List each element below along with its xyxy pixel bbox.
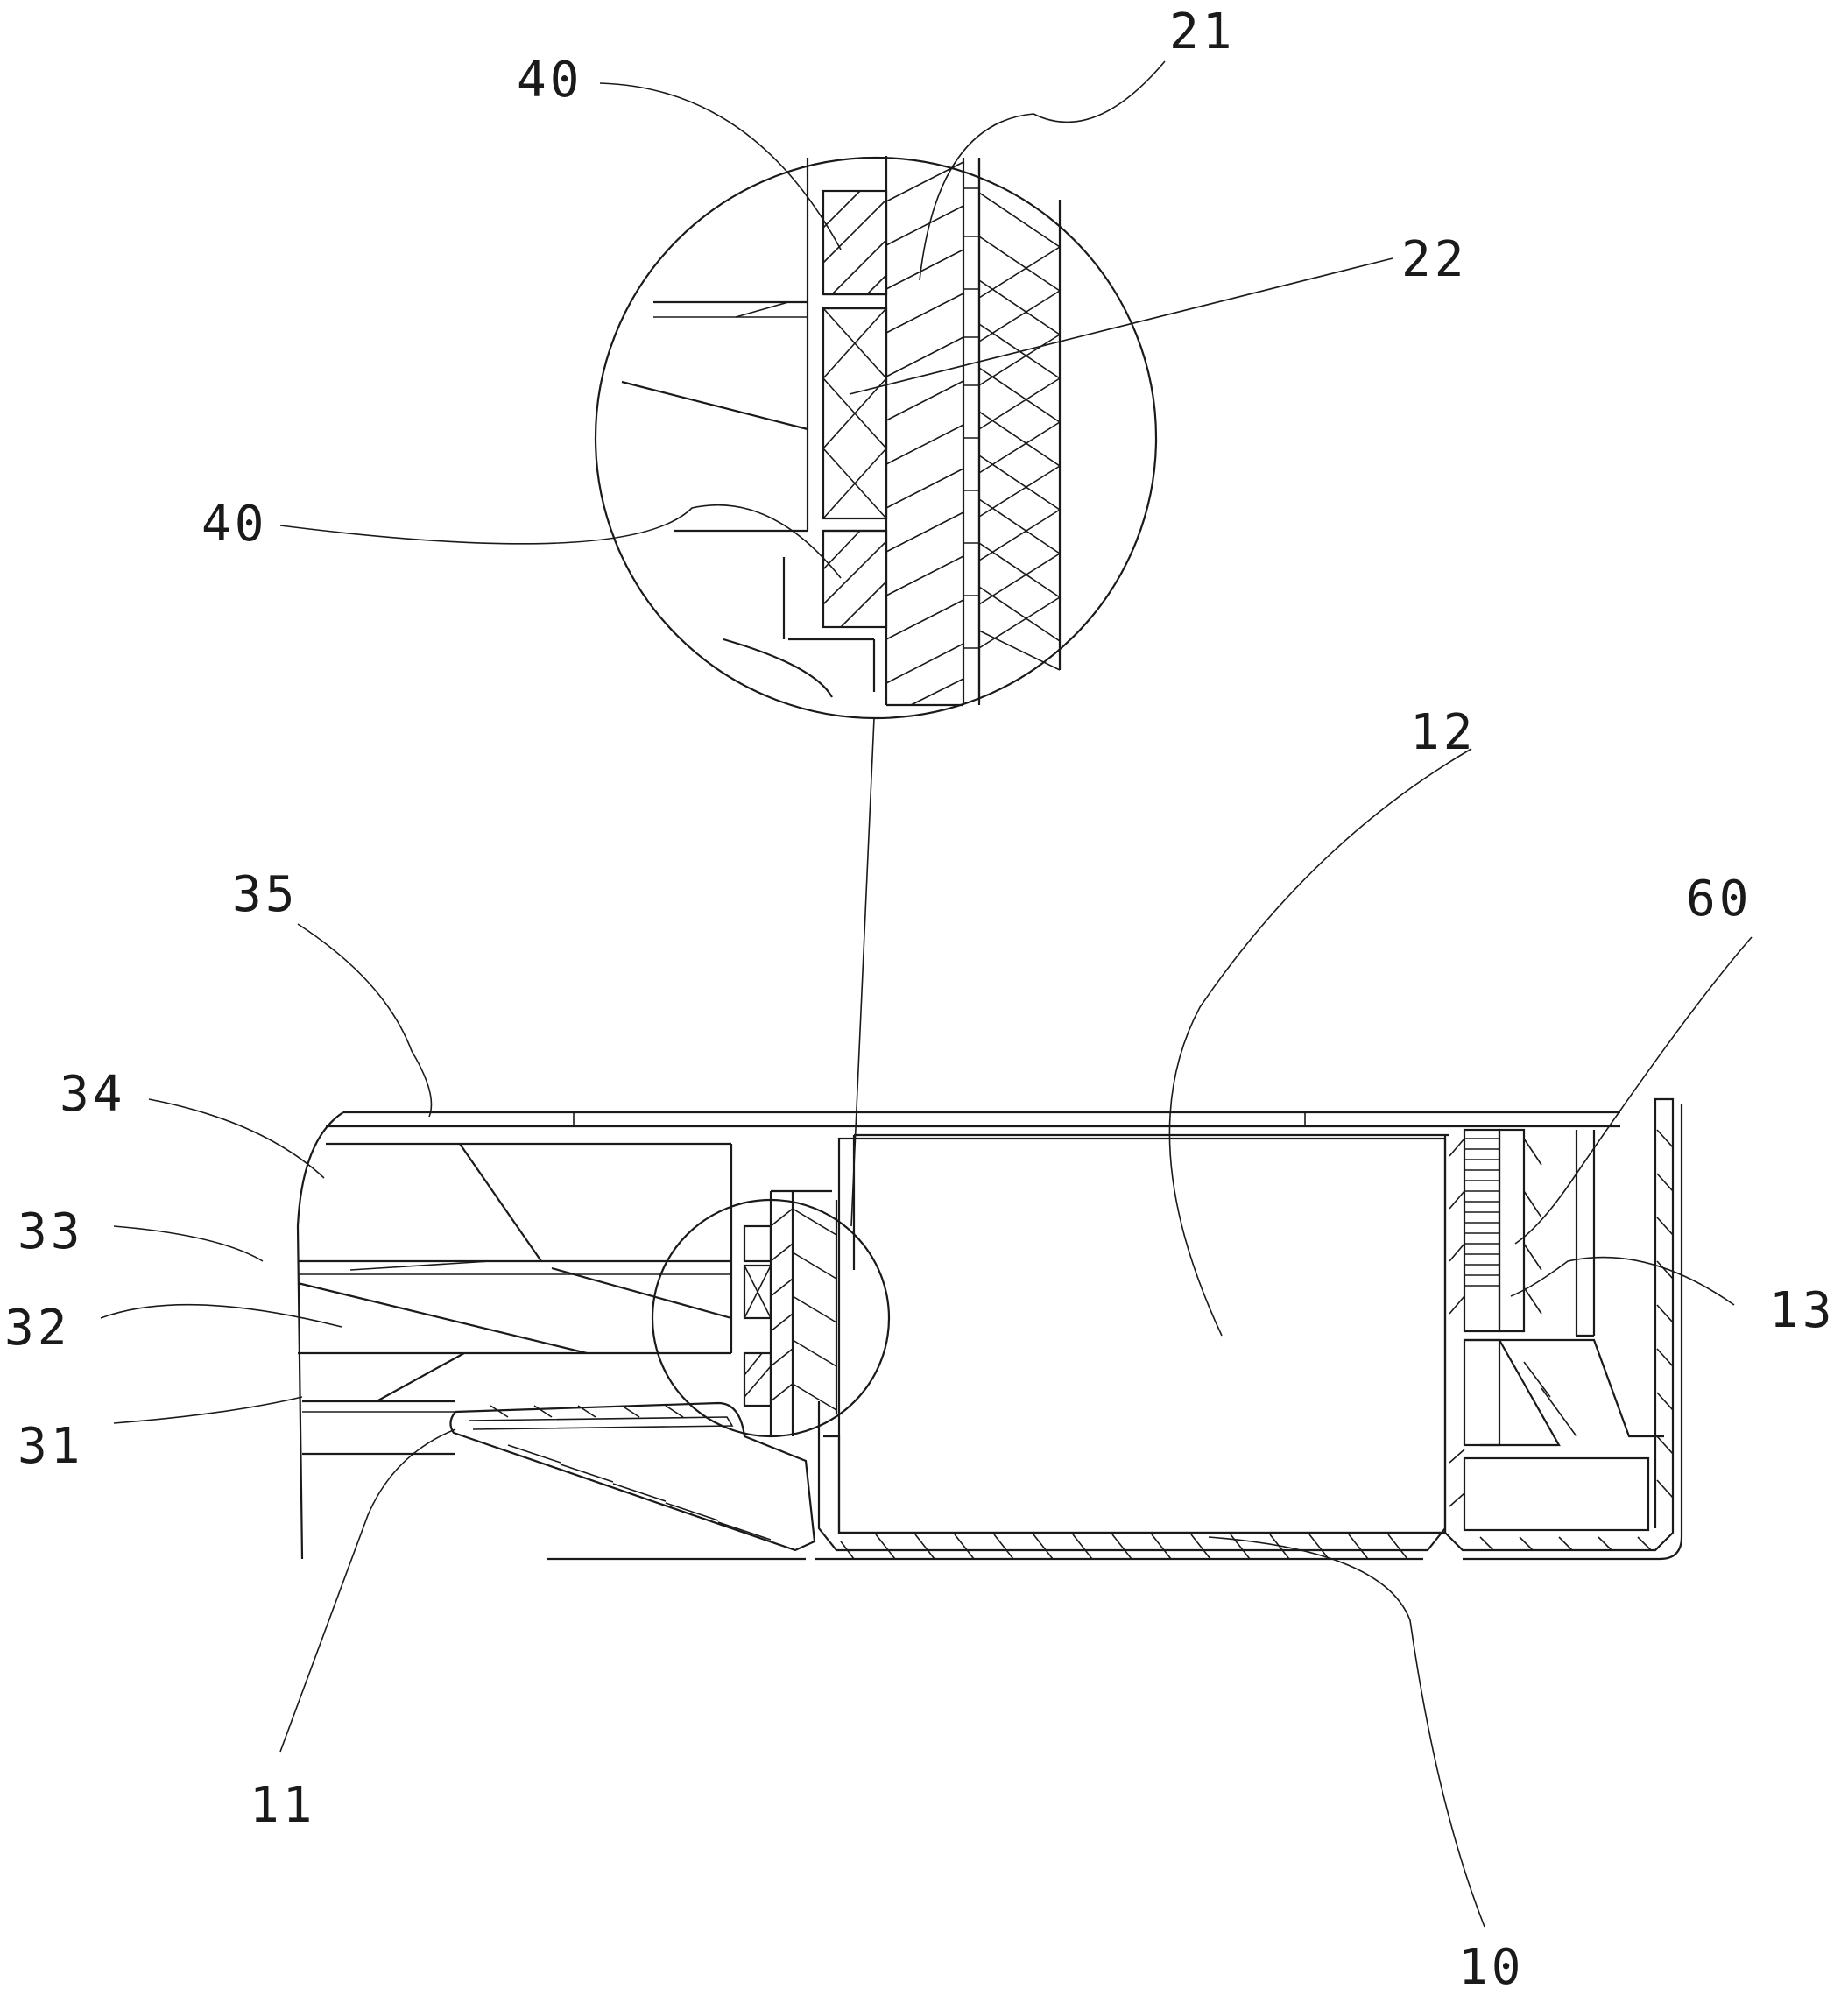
leader-21 [920, 61, 1165, 280]
leader-13 [1511, 1258, 1734, 1305]
label-34: 34 [60, 1066, 125, 1123]
detail-part-40-lower [823, 531, 886, 627]
label-40-upper: 40 [517, 52, 582, 109]
leader-34 [149, 1099, 324, 1178]
leader-22 [850, 258, 1393, 394]
leader-10 [1209, 1537, 1485, 1927]
leader-31 [114, 1397, 302, 1423]
detail-thin-strip [963, 158, 979, 705]
leader-11 [280, 1429, 455, 1752]
label-10: 10 [1458, 1939, 1524, 1989]
detail-view [596, 156, 1156, 1226]
part-11-clip [450, 1403, 815, 1550]
part-12-cell [839, 1139, 1445, 1533]
label-60: 60 [1686, 871, 1752, 927]
leader-12 [1169, 749, 1471, 1336]
label-32: 32 [4, 1300, 70, 1357]
leader-40b [280, 505, 841, 578]
leader-32 [101, 1305, 342, 1327]
label-12: 12 [1410, 704, 1476, 761]
part-34-block [298, 1144, 731, 1353]
label-33: 33 [18, 1203, 83, 1260]
main-section [298, 1099, 1682, 1559]
label-21: 21 [1169, 4, 1235, 60]
part-32-block [298, 1268, 731, 1401]
label-22: 22 [1401, 231, 1467, 288]
label-31: 31 [18, 1418, 83, 1475]
label-40-lower: 40 [201, 496, 267, 553]
detail-outer-wall [979, 159, 1060, 701]
part-31-rail [302, 1401, 455, 1454]
leader-lines [101, 61, 1752, 1927]
label-13: 13 [1769, 1282, 1835, 1339]
detail-part-40-upper [823, 191, 886, 308]
label-35: 35 [232, 866, 298, 923]
part-60-13-assembly [1449, 1130, 1664, 1530]
label-11: 11 [250, 1777, 315, 1834]
detail-circle [596, 158, 1156, 718]
part-10-housing [547, 1099, 1682, 1559]
callout-labels: 40 21 22 40 12 35 60 34 33 32 13 31 11 1… [4, 4, 1835, 1989]
detail-strip-21 [886, 156, 963, 705]
leader-33 [114, 1226, 263, 1261]
leader-35 [298, 924, 432, 1117]
detail-part-22 [823, 308, 886, 518]
leader-60 [1515, 937, 1752, 1244]
